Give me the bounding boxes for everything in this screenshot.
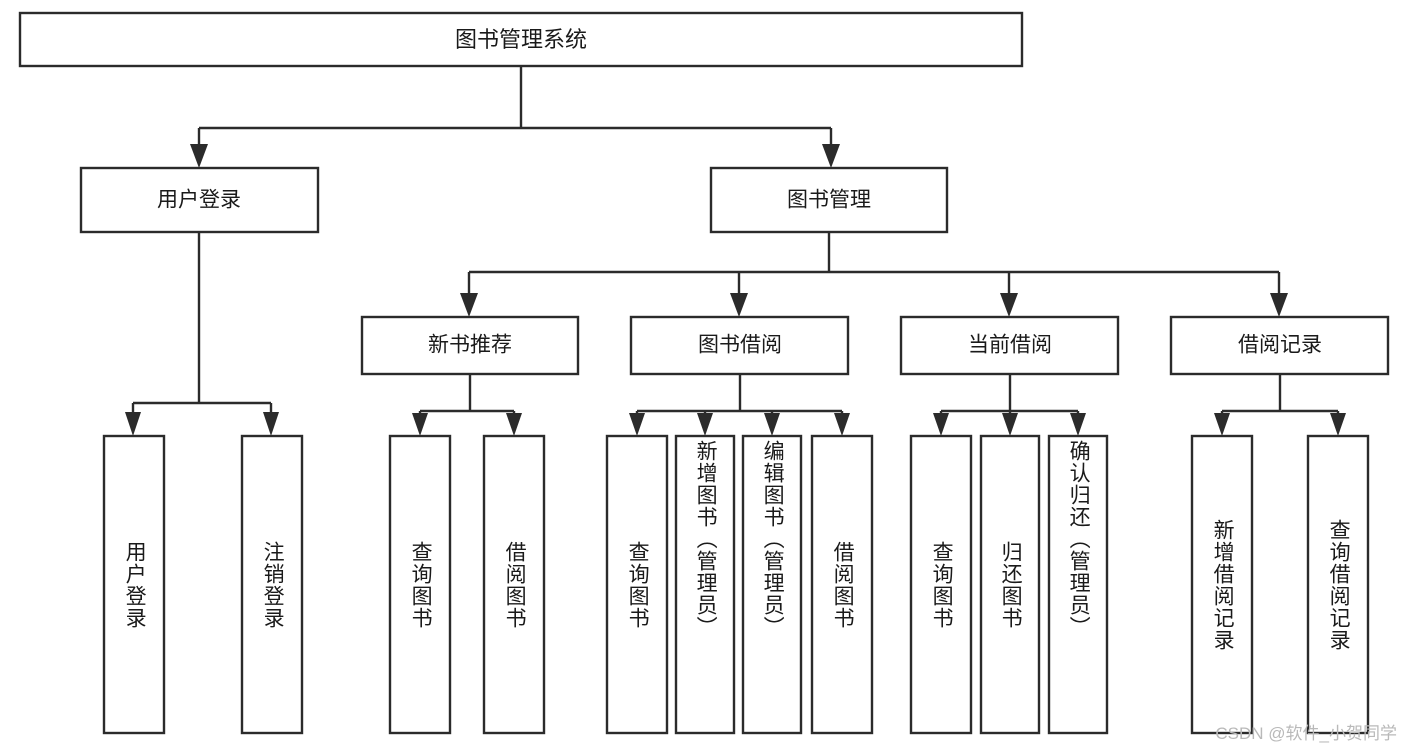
- node-new-book-rect[interactable]: [360, 315, 580, 376]
- arrow-head-cb-1: [933, 413, 949, 436]
- leaf-rect-cb-confirm-return[interactable]: [1047, 434, 1109, 735]
- arrow-head-br-2: [1330, 413, 1346, 436]
- connector-borrow-record-to-leaves: [1214, 374, 1346, 436]
- connector-book-manage-to-level3: [460, 232, 1288, 317]
- arrow-head-user-login: [190, 144, 208, 168]
- connector-current-borrow-to-leaves: [933, 374, 1086, 436]
- node-book-manage-label: 图书管理: [787, 189, 871, 212]
- node-new-book-label: 新书推荐: [428, 334, 512, 357]
- node-current-borrow-label: 当前借阅: [968, 334, 1052, 357]
- node-user-login-label: 用户登录: [157, 189, 241, 212]
- node-current-borrow[interactable]: 当前借阅: [899, 315, 1120, 376]
- node-book-manage[interactable]: 图书管理: [709, 166, 949, 234]
- node-new-book[interactable]: 新书推荐: [360, 315, 580, 376]
- arrow-head-br-1: [1214, 413, 1230, 436]
- arrow-head-bb-4: [834, 413, 850, 436]
- node-book-borrow[interactable]: 图书借阅: [629, 315, 850, 376]
- leaf-rects: [102, 434, 1370, 735]
- node-root[interactable]: 图书管理系统: [18, 11, 1024, 68]
- node-borrow-record[interactable]: 借阅记录: [1169, 315, 1390, 376]
- arrow-head-book-manage: [822, 144, 840, 168]
- leaf-rect-br-query-record[interactable]: [1306, 434, 1370, 735]
- arrow-head-bb-2: [697, 413, 713, 436]
- arrow-head-nb-2: [506, 413, 522, 436]
- arrow-head-current-borrow: [1000, 293, 1018, 317]
- arrow-head-book-borrow: [730, 293, 748, 317]
- connector-root-to-level2: [190, 66, 840, 168]
- node-book-manage-rect[interactable]: [709, 166, 949, 234]
- leaf-rect-br-add-record[interactable]: [1190, 434, 1254, 735]
- arrow-head-nb-1: [412, 413, 428, 436]
- leaf-rect-nb-query-book[interactable]: [388, 434, 452, 735]
- leaf-rect-cb-return-book[interactable]: [979, 434, 1041, 735]
- arrow-head-leaf-user-login: [125, 412, 141, 436]
- node-user-login[interactable]: 用户登录: [79, 166, 320, 234]
- connector-user-login-to-leaves: [125, 232, 279, 436]
- arrow-head-bb-1: [629, 413, 645, 436]
- connector-book-borrow-to-leaves: [629, 374, 850, 436]
- node-borrow-record-rect[interactable]: [1169, 315, 1390, 376]
- connector-new-book-to-leaves: [412, 374, 522, 436]
- node-borrow-record-label: 借阅记录: [1238, 334, 1322, 357]
- leaf-rect-bb-borrow-book[interactable]: [810, 434, 874, 735]
- node-current-borrow-rect[interactable]: [899, 315, 1120, 376]
- arrow-head-borrow-record: [1270, 293, 1288, 317]
- arrow-head-cb-3: [1070, 413, 1086, 436]
- arrow-head-cb-2: [1002, 413, 1018, 436]
- leaf-rect-cb-query-book[interactable]: [909, 434, 973, 735]
- leaf-rect-logout[interactable]: [240, 434, 304, 735]
- arrow-head-new-book: [460, 293, 478, 317]
- node-book-borrow-label: 图书借阅: [698, 334, 782, 357]
- leaf-rect-nb-borrow-book[interactable]: [482, 434, 546, 735]
- node-root-label: 图书管理系统: [455, 27, 587, 52]
- leaf-rect-bb-edit-book[interactable]: [741, 434, 803, 735]
- node-root-rect[interactable]: [18, 11, 1024, 68]
- arrow-head-leaf-logout: [263, 412, 279, 436]
- leaf-rect-user-login[interactable]: [102, 434, 166, 735]
- arrow-head-bb-3: [764, 413, 780, 436]
- leaf-rect-bb-add-book[interactable]: [674, 434, 736, 735]
- node-book-borrow-rect[interactable]: [629, 315, 850, 376]
- leaf-rect-bb-query-book[interactable]: [605, 434, 669, 735]
